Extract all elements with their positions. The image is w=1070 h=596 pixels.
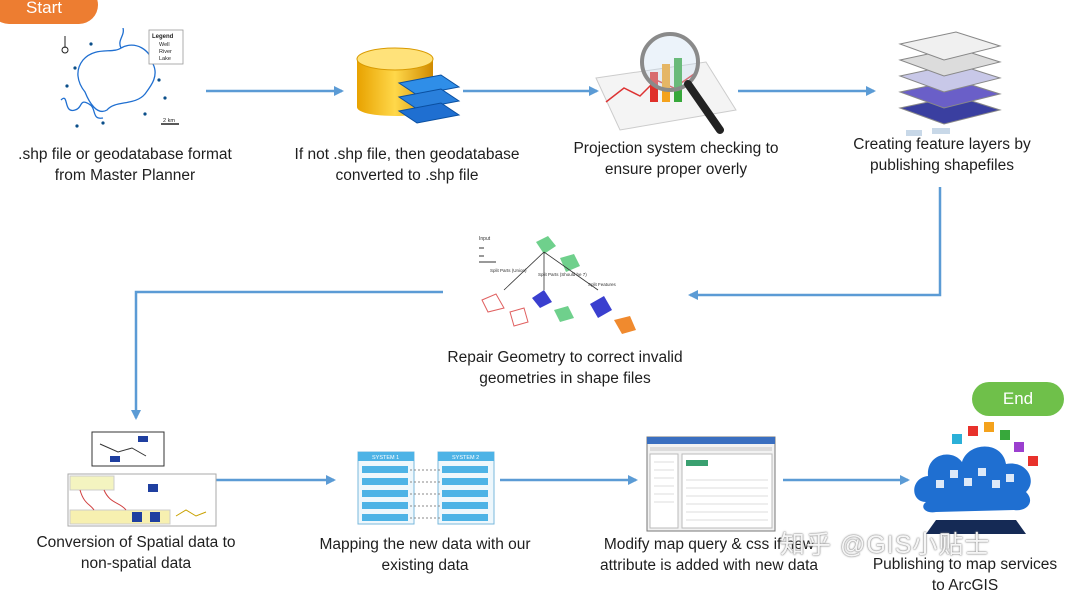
map-legend-item: River — [159, 49, 172, 55]
map-legend-item: Well — [159, 42, 170, 48]
arrow-4-5 — [688, 187, 942, 300]
arrow-5-6 — [131, 290, 443, 420]
step-label: Repair Geometry to correct invalid geome… — [447, 349, 683, 387]
end-badge: End — [972, 382, 1064, 416]
map-scale-bar: 2 km — [163, 118, 175, 124]
software-window-icon — [646, 436, 776, 532]
step-label: Mapping the new data with our existing d… — [319, 536, 531, 574]
layers-icon — [898, 31, 1002, 136]
step-label: Conversion of Spatial data to non-spatia… — [36, 534, 236, 572]
geometry-text: Split Parts (Should be 7) — [538, 272, 587, 277]
step-label: If not .shp file, then geodatabase conve… — [294, 146, 520, 184]
table-conversion-icon — [67, 431, 217, 527]
geometry-text: Input — [479, 236, 491, 242]
geometry-icon: Input Split Parts (Union) Split Parts (S… — [479, 236, 636, 334]
step-label: Projection system checking to ensure pro… — [573, 140, 779, 178]
step-label: .shp file or geodatabase format from Mas… — [18, 146, 232, 184]
cloud-icon — [914, 422, 1038, 534]
geometry-text: Split Features — [588, 282, 617, 287]
map-legend-item: Lake — [159, 56, 171, 62]
step-label: Modify map query & css if new attribute … — [600, 536, 818, 574]
mapping-system-b: SYSTEM 2 — [452, 455, 479, 461]
step-label: Creating feature layers by publishing sh… — [853, 136, 1031, 174]
database-icon — [356, 47, 461, 124]
map-icon: Legend Well River Lake 2 km — [60, 28, 184, 128]
geometry-text: Split Parts (Union) — [490, 268, 527, 273]
map-legend-title: Legend — [152, 34, 174, 40]
watermark: 知乎 @GIS小贴士 — [780, 531, 991, 559]
chart-magnifier-icon — [595, 32, 737, 134]
mapping-system-a: SYSTEM 1 — [372, 455, 399, 461]
mapping-icon: SYSTEM 1 SYSTEM 2 — [357, 451, 495, 525]
start-badge: Start — [0, 0, 98, 24]
